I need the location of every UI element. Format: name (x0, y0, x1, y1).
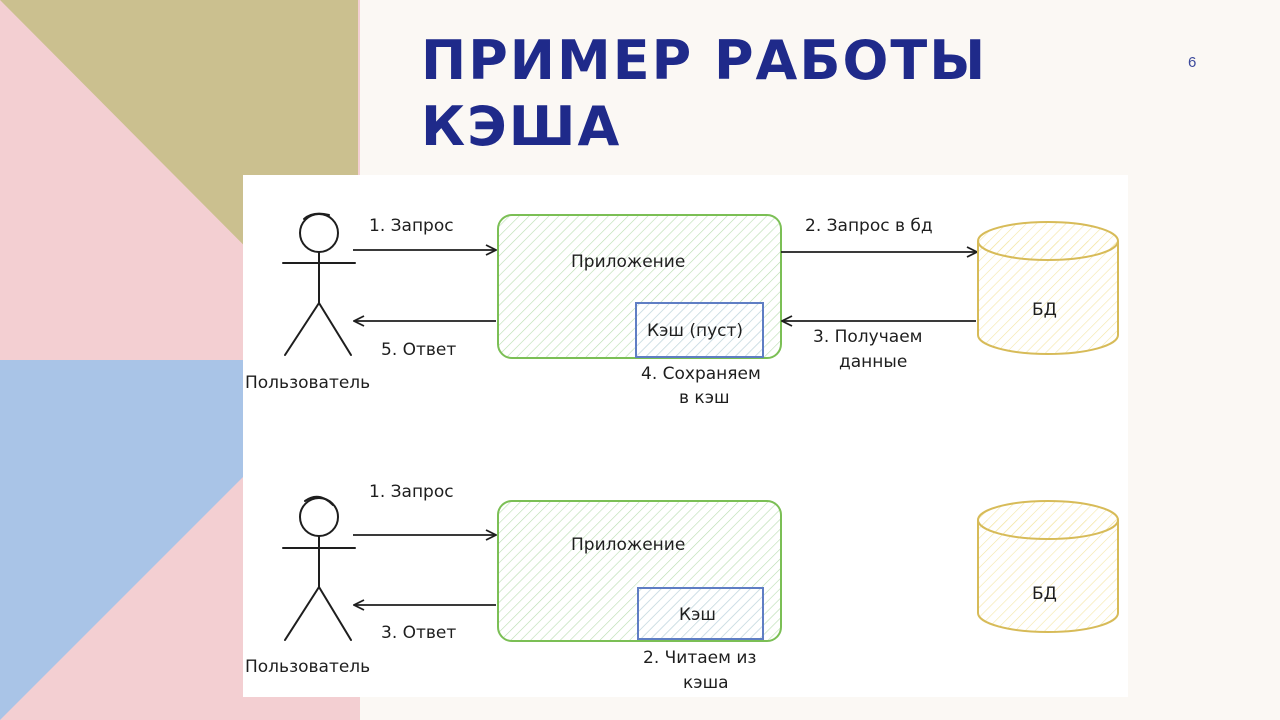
bottom-read-line1: 2. Читаем из (643, 648, 757, 668)
bottom-db-label: БД (1032, 584, 1057, 604)
top-db-response-line2: данные (839, 352, 908, 372)
top-db-label: БД (1032, 300, 1057, 320)
bottom-db-cylinder (977, 500, 1119, 633)
bottom-cache-box (637, 587, 764, 640)
top-cache-label: Кэш (пуст) (647, 321, 744, 341)
bottom-app-label: Приложение (571, 535, 686, 555)
cache-diagram: 1. Запрос 5. Ответ Пользователь Приложен… (243, 175, 1128, 697)
bottom-read-line2: кэша (683, 673, 729, 693)
slide-number: 6 (1188, 54, 1197, 71)
top-stick-figure (282, 212, 356, 356)
top-user-label: Пользователь (245, 373, 371, 393)
top-cache-box (635, 302, 764, 358)
bottom-cache-label: Кэш (679, 605, 716, 625)
top-save-line2: в кэш (679, 388, 730, 408)
top-app-label: Приложение (571, 252, 686, 272)
top-user-head (299, 213, 339, 253)
top-response-label: 5. Ответ (381, 340, 457, 360)
diagram-canvas (282, 212, 1119, 642)
top-db-response-line1: 3. Получаем (813, 327, 923, 347)
top-request-label: 1. Запрос (369, 216, 454, 236)
bottom-request-label: 1. Запрос (369, 482, 454, 502)
bottom-response-label: 3. Ответ (381, 623, 457, 643)
top-db-cylinder (977, 221, 1119, 355)
bottom-stick-figure (282, 495, 356, 641)
top-db-request-label: 2. Запрос в бд (805, 216, 933, 236)
bottom-user-label: Пользователь (245, 657, 371, 677)
top-save-line1: 4. Сохраняем (641, 364, 761, 384)
slide-title: ПРИМЕР РАБОТЫ КЭША (421, 29, 988, 158)
